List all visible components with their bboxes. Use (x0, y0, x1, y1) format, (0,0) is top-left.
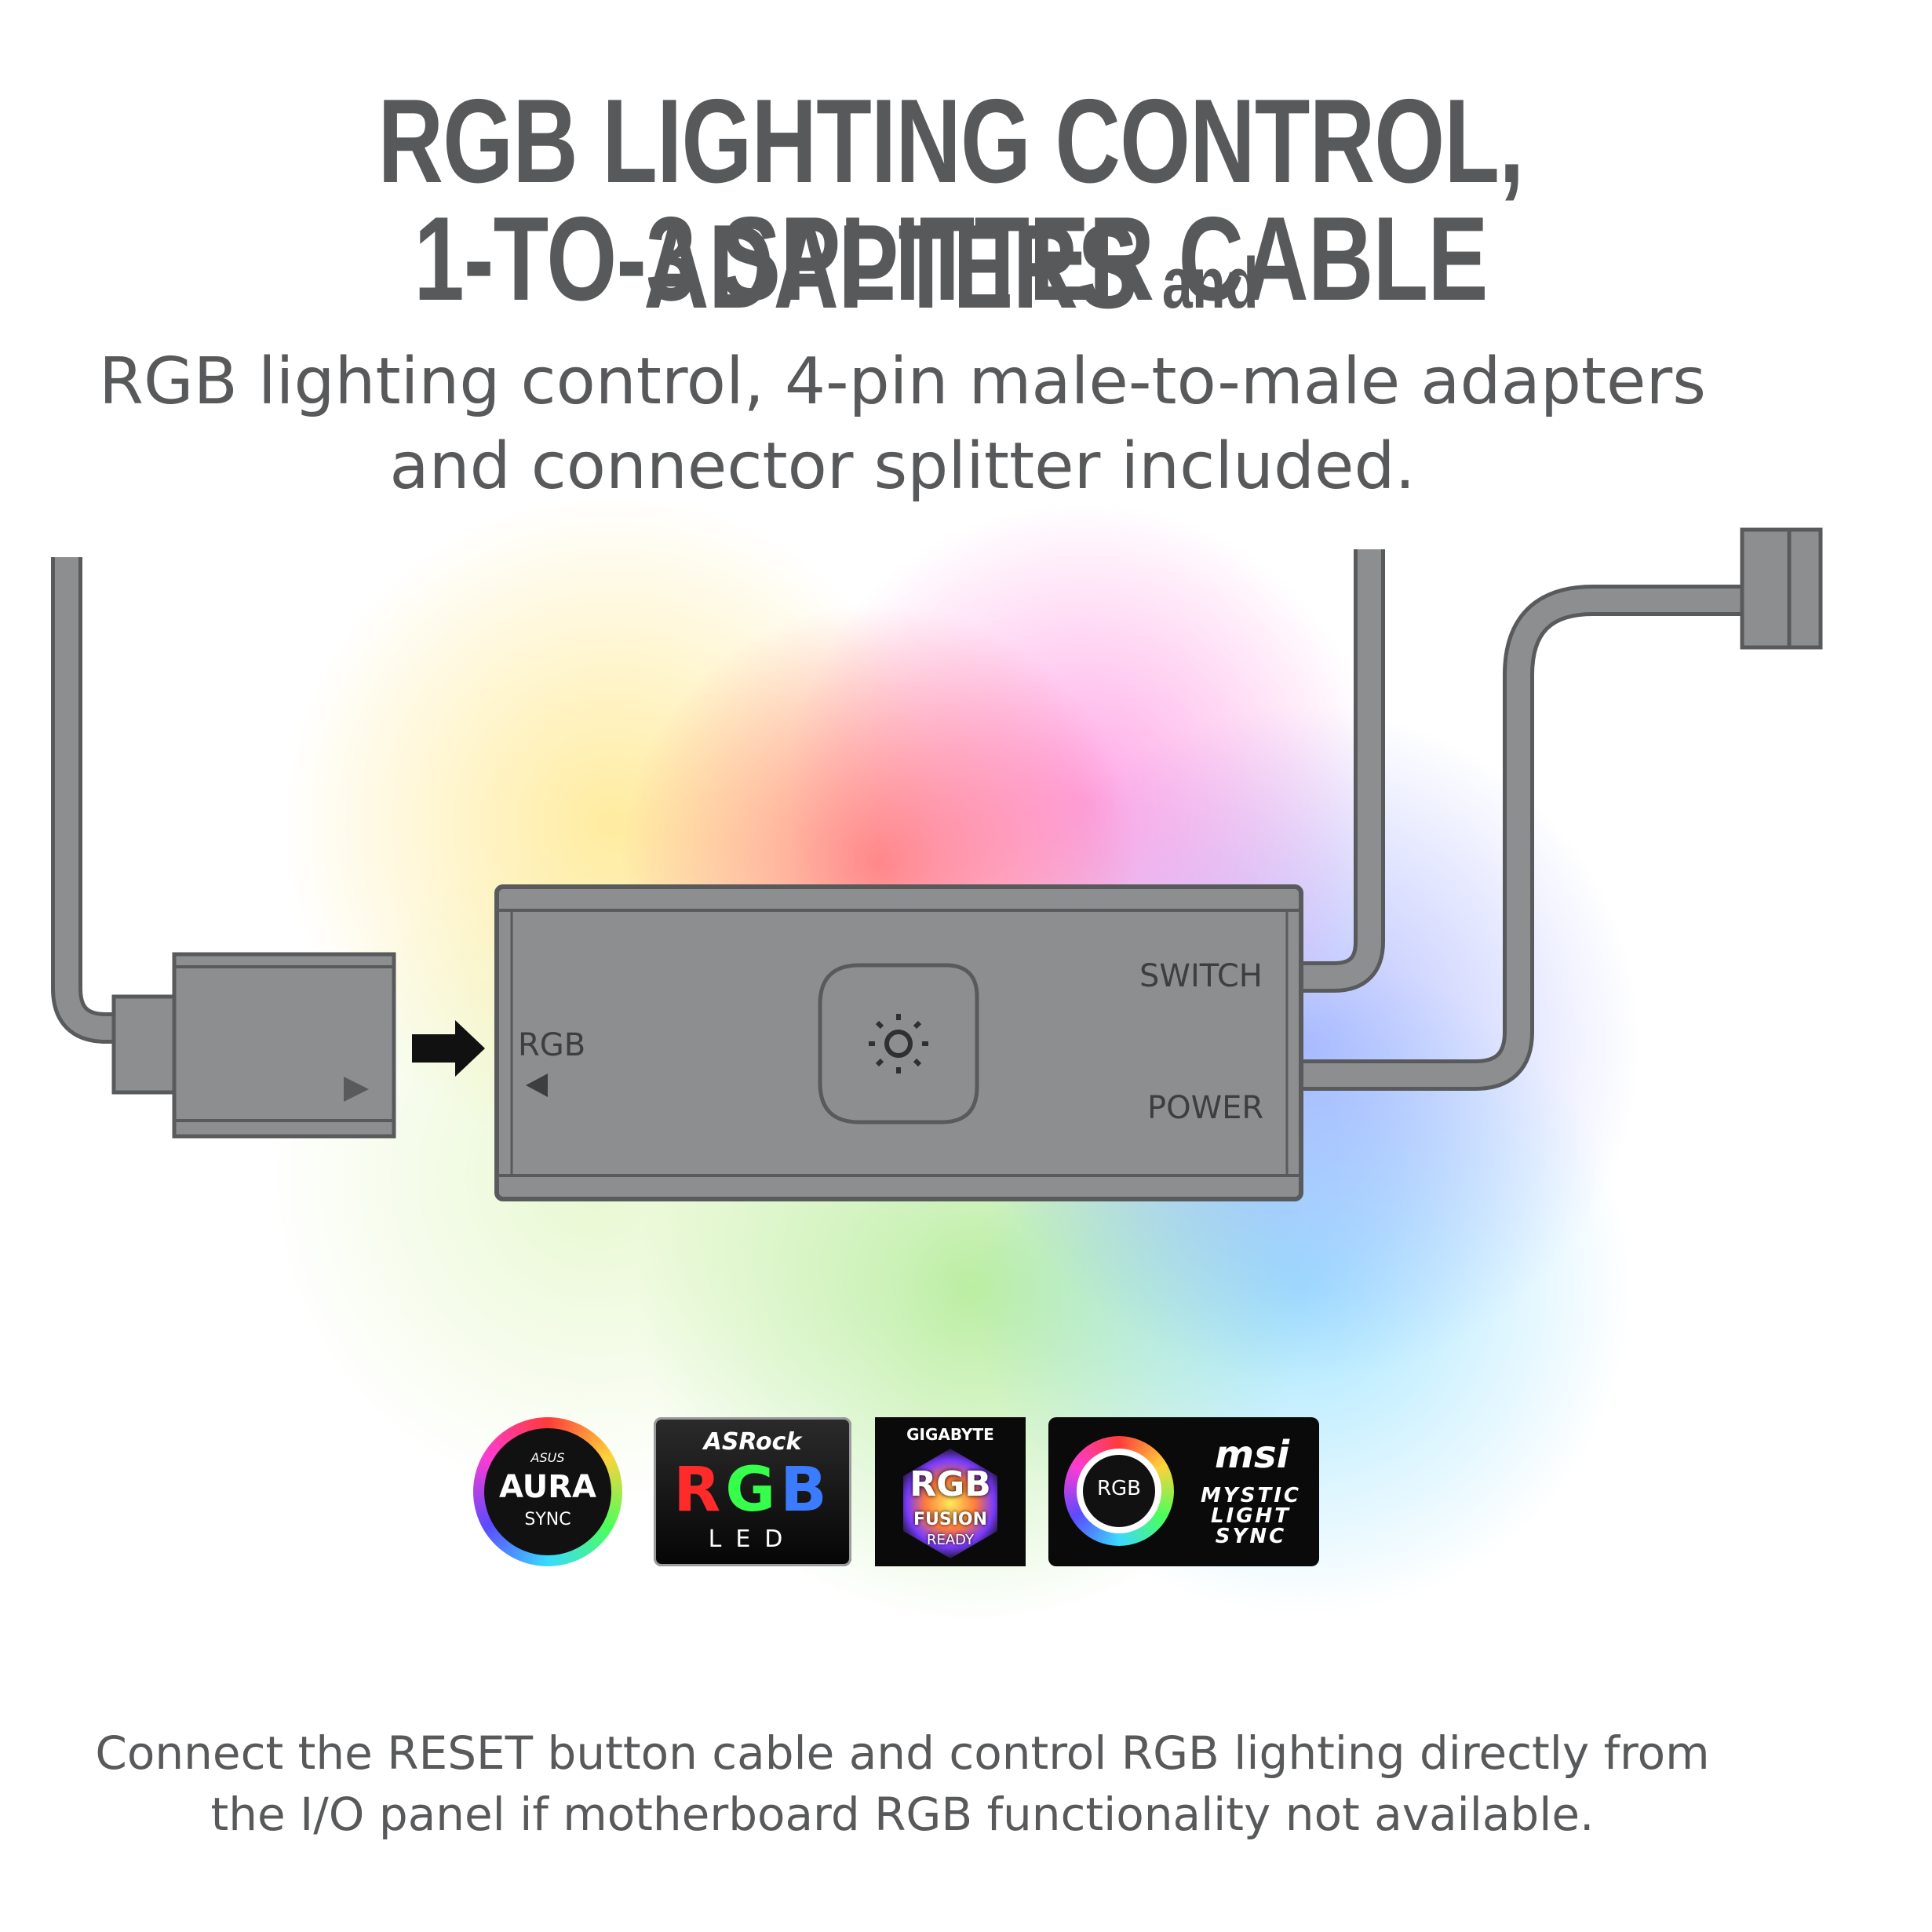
footer-line-1: Connect the RESET button cable and contr… (95, 1726, 1710, 1780)
asus-brand: ASUS (530, 1450, 565, 1465)
asrock-brand: ASRock (703, 1428, 802, 1456)
title-line-2: 1-TO-3 SPLITTER CABLE (414, 192, 1488, 326)
footer-note: Connect the RESET button cable and contr… (0, 1722, 1805, 1845)
msi-mystic-light-sync-logo: RGB msi MYSTIC LIGHT SYNC (1048, 1417, 1319, 1566)
msi-mystic: MYSTIC (1201, 1484, 1301, 1507)
asus-aura: AURA (499, 1469, 596, 1505)
msi-brand: msi (1215, 1433, 1290, 1477)
msi-sync: SYNC (1215, 1525, 1287, 1548)
gigabyte-fusion: FUSION (913, 1510, 988, 1529)
left-connector-neck (111, 994, 179, 1095)
rgb-port-label: RGB (518, 1027, 585, 1063)
power-port-label: POWER (1147, 1090, 1263, 1126)
connector-arrow-icon (344, 1077, 369, 1102)
msi-rgb: RGB (1096, 1477, 1142, 1500)
subtitle: RGB lighting control, 4-pin male-to-male… (0, 340, 1805, 509)
subtitle-line-2: and connector splitter included. (389, 429, 1416, 504)
asus-aura-sync-logo: ASUS AURA SYNC (473, 1417, 622, 1566)
subtitle-line-1: RGB lighting control, 4-pin male-to-male… (99, 344, 1706, 419)
asrock-rgb-led-logo: ASRock RGB LED (654, 1417, 851, 1566)
brightness-icon (869, 1014, 928, 1074)
asus-sync: SYNC (524, 1510, 571, 1529)
gigabyte-rgb: RGB (909, 1464, 991, 1504)
msi-ring: RGB (1064, 1436, 1174, 1546)
asrock-led: LED (708, 1526, 797, 1553)
insert-arrow-icon (412, 1020, 485, 1077)
gigabyte-rgb-fusion-logo: GIGABYTE RGB FUSION READY (875, 1417, 1026, 1566)
left-connector (172, 952, 396, 1139)
msi-light: LIGHT (1210, 1504, 1292, 1528)
rgb-port-arrow-icon (526, 1074, 548, 1097)
gigabyte-ready: READY (926, 1532, 975, 1548)
gigabyte-brand: GIGABYTE (906, 1425, 994, 1444)
gigabyte-hex (903, 1449, 997, 1558)
title-line-1: RGB LIGHTING CONTROL, ADAPTERS and (377, 75, 1525, 334)
brightness-button[interactable] (818, 963, 979, 1125)
asrock-rgb: RGB (654, 1455, 851, 1526)
switch-port-label: SWITCH (1139, 958, 1263, 994)
title-and: and (1161, 243, 1259, 323)
footer-line-2: the I/O panel if motherboard RGB functio… (210, 1788, 1595, 1841)
